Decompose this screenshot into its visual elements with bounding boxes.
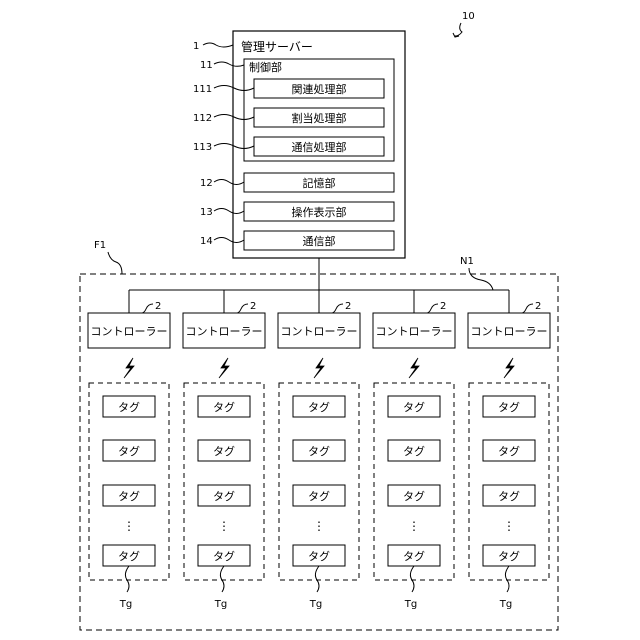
tag-label: タグ (213, 444, 235, 458)
wireless-link-icon (409, 358, 419, 378)
facility-ref-label: F1 (94, 240, 106, 251)
sub-unit-ref-label: 112 (193, 113, 212, 124)
tag-label: タグ (118, 444, 140, 458)
server-unit-label: 操作表示部 (292, 205, 347, 219)
controller-column: 2コントローラータグタグタグタグ⋮Tg (468, 290, 550, 610)
tag-ellipsis: ⋮ (218, 519, 230, 533)
controller-label: コントローラー (91, 325, 168, 338)
server-unit-ref-label: 12 (200, 178, 213, 189)
tag-label: タグ (403, 400, 425, 414)
controller-ref-label: 2 (155, 301, 161, 312)
controller-label: コントローラー (281, 325, 358, 338)
server-unit-label: 通信部 (303, 234, 336, 248)
control-unit-label: 制御部 (249, 60, 282, 74)
wireless-link-icon (504, 358, 514, 378)
system-ref-label: 10 (462, 11, 475, 22)
tag-group-ref-label: Tg (404, 599, 417, 610)
tag-group-ref-label: Tg (214, 599, 227, 610)
tag-label: タグ (308, 549, 330, 563)
controller-column: 2コントローラータグタグタグタグ⋮Tg (88, 290, 170, 610)
tag-group-ref-leader (410, 566, 414, 592)
wireless-link-icon (124, 358, 134, 378)
controller-label: コントローラー (186, 325, 263, 338)
controller-ref-label: 2 (345, 301, 351, 312)
tag-label: タグ (498, 400, 520, 414)
controller-ref-leader (329, 304, 343, 313)
control-unit-ref-label: 11 (200, 60, 213, 71)
sub-unit-ref-label: 111 (193, 84, 212, 95)
tag-label: タグ (403, 489, 425, 503)
sub-unit-ref-label: 113 (193, 142, 212, 153)
sub-unit-label: 関連処理部 (292, 82, 347, 96)
controller-column: 2コントローラータグタグタグタグ⋮Tg (373, 290, 455, 610)
management-server: 管理サーバー 1 制御部 11 関連処理部 111 割当処理部 112 通信処理部 113… (193, 31, 405, 258)
tag-group-ref-leader (125, 566, 129, 592)
tag-ellipsis: ⋮ (408, 519, 420, 533)
network-ref-label: N1 (460, 256, 474, 267)
system-ref-leader (455, 23, 462, 36)
controller-ref-leader (519, 304, 533, 313)
controller-ref-label: 2 (440, 301, 446, 312)
tag-label: タグ (308, 489, 330, 503)
wireless-link-icon (219, 358, 229, 378)
facility-ref-leader (108, 252, 122, 274)
tag-label: タグ (308, 444, 330, 458)
sub-unit-label: 割当処理部 (292, 111, 347, 125)
server-ref-leader (203, 43, 233, 47)
controller-ref-label: 2 (535, 301, 541, 312)
control-sub-units: 関連処理部 111 割当処理部 112 通信処理部 113 (193, 79, 384, 156)
server-unit-ref-label: 14 (200, 236, 213, 247)
server-unit-ref-label: 13 (200, 207, 213, 218)
server-label: 管理サーバー (241, 39, 313, 54)
tag-group-ref-label: Tg (499, 599, 512, 610)
tag-label: タグ (213, 549, 235, 563)
tag-group-ref-label: Tg (119, 599, 132, 610)
wireless-link-icon (314, 358, 324, 378)
tag-label: タグ (498, 549, 520, 563)
tag-ellipsis: ⋮ (123, 519, 135, 533)
controller-ref-leader (234, 304, 248, 313)
server-units: 記憶部 12 操作表示部 13 通信部 14 (200, 173, 394, 250)
controller-label: コントローラー (471, 325, 548, 338)
network-ref-leader (469, 268, 493, 290)
tag-label: タグ (213, 489, 235, 503)
controller-column: 2コントローラータグタグタグタグ⋮Tg (183, 290, 265, 610)
controller-ref-leader (424, 304, 438, 313)
tag-group-ref-label: Tg (309, 599, 322, 610)
server-ref-label: 1 (193, 41, 199, 52)
tag-ellipsis: ⋮ (313, 519, 325, 533)
tag-label: タグ (498, 489, 520, 503)
controller-label: コントローラー (376, 325, 453, 338)
sub-unit-label: 通信処理部 (292, 140, 347, 154)
controller-ref-leader (139, 304, 153, 313)
server-unit-label: 記憶部 (303, 176, 336, 190)
tag-group-ref-leader (220, 566, 224, 592)
tag-ellipsis: ⋮ (503, 519, 515, 533)
tag-label: タグ (403, 444, 425, 458)
tag-label: タグ (498, 444, 520, 458)
controller-ref-label: 2 (250, 301, 256, 312)
tag-group-ref-leader (505, 566, 509, 592)
tag-label: タグ (118, 489, 140, 503)
tag-label: タグ (118, 549, 140, 563)
tag-label: タグ (213, 400, 235, 414)
controller-columns: 2コントローラータグタグタグタグ⋮Tg2コントローラータグタグタグタグ⋮Tg2コ… (88, 290, 550, 610)
tag-label: タグ (118, 400, 140, 414)
tag-label: タグ (308, 400, 330, 414)
tag-group-ref-leader (315, 566, 319, 592)
controller-column: 2コントローラータグタグタグタグ⋮Tg (278, 290, 360, 610)
tag-label: タグ (403, 549, 425, 563)
